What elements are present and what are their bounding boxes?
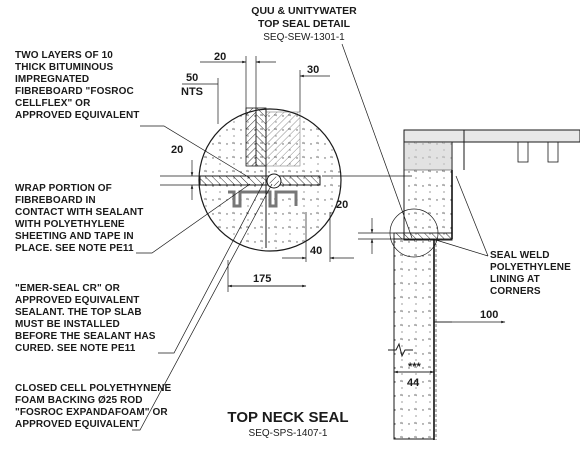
dim-20-left: 20 xyxy=(171,144,183,156)
note5-leader-lower xyxy=(435,239,489,257)
note5-line1: SEAL WELD xyxy=(490,250,550,261)
header-leader xyxy=(341,43,413,239)
dim-50: 50 xyxy=(186,72,198,84)
header-title-line2: TOP SEAL DETAIL xyxy=(258,18,351,30)
dim-40: 40 xyxy=(310,245,322,257)
dim-20-right: 20 xyxy=(336,199,348,211)
note3-leader xyxy=(158,181,265,354)
note-seal-weld: SEAL WELD POLYETHYLENE LINING AT CORNERS xyxy=(490,250,571,297)
note2-line4: WITH POLYETHYLENE xyxy=(15,219,125,230)
note-fibreboard: TWO LAYERS OF 10 THICK BITUMINOUS IMPREG… xyxy=(15,50,140,121)
note3-line5: BEFORE THE SEALANT HAS xyxy=(15,331,156,342)
dim-20-top: 20 xyxy=(214,51,226,63)
note1-line1: TWO LAYERS OF 10 xyxy=(15,50,113,61)
note3-line6: CURED. SEE NOTE PE11 xyxy=(15,343,136,354)
note3-line2: APPROVED EQUIVALENT xyxy=(15,295,140,306)
note1-line2: THICK BITUMINOUS xyxy=(15,62,113,73)
footer-reference: SEQ-SPS-1407-1 xyxy=(249,428,328,439)
note1-line6: APPROVED EQUIVALENT xyxy=(15,110,140,121)
dim-100: 100 xyxy=(480,309,498,321)
detail-circle xyxy=(198,107,342,252)
note2-line5: SHEETING AND TAPE IN xyxy=(15,231,134,242)
note2-line2: FIBREBOARD IN xyxy=(15,195,96,206)
dim-30: 30 xyxy=(307,64,319,76)
note3-line1: "EMER-SEAL CR" OR xyxy=(15,283,121,294)
note5-line3: LINING AT xyxy=(490,274,540,285)
dim-44: 44 xyxy=(407,377,420,389)
manhole-section xyxy=(388,129,580,440)
note4-line2: FOAM BACKING Ø25 ROD xyxy=(15,395,143,406)
footer-title: TOP NECK SEAL xyxy=(227,409,348,426)
note5-line4: CORNERS xyxy=(490,286,541,297)
note1-line4: FIBREBOARD "FOSROC xyxy=(15,86,134,97)
note4-leader xyxy=(132,183,273,431)
note4-line1: CLOSED CELL POLYETHYNENE xyxy=(15,383,172,394)
note4-line4: APPROVED EQUIVALENT xyxy=(15,419,140,430)
note-foam-backing: CLOSED CELL POLYETHYNENE FOAM BACKING Ø2… xyxy=(15,383,172,430)
note-wrap-fibreboard: WRAP PORTION OF FIBREBOARD IN CONTACT WI… xyxy=(15,183,143,254)
note3-line3: SEALANT. THE TOP SLAB xyxy=(15,307,142,318)
note5-leader-upper xyxy=(455,175,489,257)
note2-line3: CONTACT WITH SEALANT xyxy=(15,207,143,218)
note5-line2: POLYETHYLENE xyxy=(490,262,571,273)
dim-nts: NTS xyxy=(181,86,203,98)
note1-line5: CELLFLEX" OR xyxy=(15,98,91,109)
header-title-line1: QUU & UNITYWATER xyxy=(251,5,357,17)
note2-leader xyxy=(136,183,251,254)
dim-44-mark: *** xyxy=(408,361,422,373)
note1-line3: IMPREGNATED xyxy=(15,74,89,85)
note2-line6: PLACE. SEE NOTE PE11 xyxy=(15,243,134,254)
note3-line4: MUST BE INSTALLED xyxy=(15,319,120,330)
header-reference: SEQ-SEW-1301-1 xyxy=(263,32,345,43)
note4-line3: "FOSROC EXPANDAFOAM" OR xyxy=(15,407,168,418)
note-sealant: "EMER-SEAL CR" OR APPROVED EQUIVALENT SE… xyxy=(15,283,156,354)
dim-175: 175 xyxy=(253,273,271,285)
note1-leader xyxy=(140,125,251,179)
note2-line1: WRAP PORTION OF xyxy=(15,183,112,194)
